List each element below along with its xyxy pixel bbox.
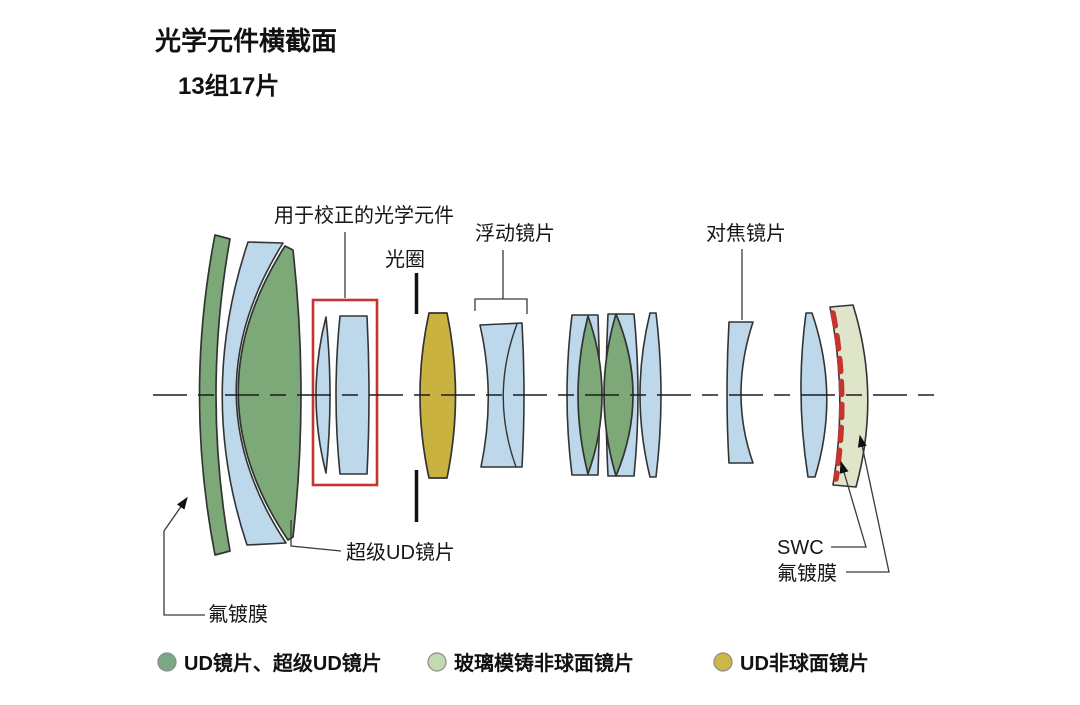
correction-label: 用于校正的光学元件 <box>274 204 454 227</box>
legend-label-ud: UD镜片、超级UD镜片 <box>184 651 382 675</box>
swc-pointer-line <box>831 460 867 548</box>
legend-dot-ud <box>157 652 177 672</box>
lens-element-14-focusing-biconcave <box>726 321 754 464</box>
lens-element-2-meniscus <box>221 241 287 546</box>
swc-label: SWC <box>777 537 824 559</box>
lens-element-3-super-ud <box>237 245 302 541</box>
legend-label-molded-aspherical: 玻璃模铸非球面镜片 <box>454 651 634 675</box>
aperture-label: 光圈 <box>385 248 425 271</box>
groups-elements-count: 13组17片 <box>178 73 279 100</box>
legend-dot-molded-aspherical <box>427 652 447 672</box>
lens-element-1-front-meniscus <box>198 234 231 556</box>
lens-element-16-molded-aspherical <box>829 304 869 488</box>
fluorine-rear-pointer-line <box>846 434 890 573</box>
fluorine-front-label: 氟镀膜 <box>208 603 268 626</box>
fluorine-rear-label: 氟镀膜 <box>777 562 837 585</box>
page-title: 光学元件横截面 <box>154 26 337 56</box>
floating-label: 浮动镜片 <box>475 222 555 245</box>
floating-bracket <box>474 298 528 314</box>
correction-group-highlight-box <box>311 298 379 487</box>
swc-coating-dashed-line <box>830 310 845 482</box>
super-ud-pointer-line <box>290 520 342 552</box>
legend-dot-ud-aspherical <box>713 652 733 672</box>
legend: UD镜片、超级UD镜片 玻璃模铸非球面镜片 UD非球面镜片 <box>157 651 869 675</box>
floating-doublet-cement-line <box>502 323 518 468</box>
legend-label-ud-aspherical: UD非球面镜片 <box>740 651 869 675</box>
fluorine-front-pointer-line <box>163 496 205 616</box>
super-ud-label: 超级UD镜片 <box>346 541 455 564</box>
lens-element-6-ud-aspherical <box>419 312 457 479</box>
focus-label: 对焦镜片 <box>706 222 786 245</box>
lens-element-13-crescent <box>639 312 662 478</box>
